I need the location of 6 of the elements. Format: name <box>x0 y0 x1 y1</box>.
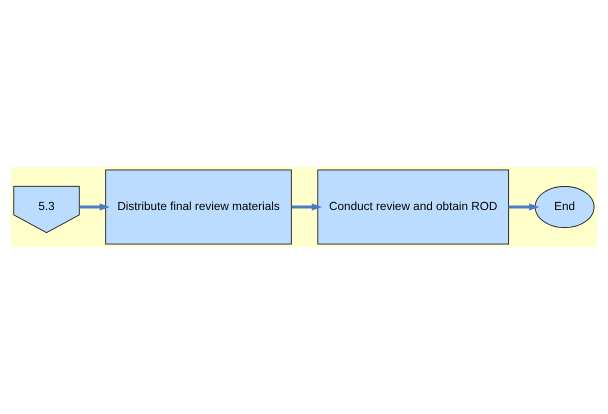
node-box: Distribute final review materials <box>105 170 292 244</box>
arrow <box>508 203 540 211</box>
arrow <box>292 203 322 211</box>
node-ellipse: End <box>534 186 594 228</box>
node-box: Conduct review and obtain ROD <box>317 170 510 244</box>
arrow <box>79 203 110 211</box>
